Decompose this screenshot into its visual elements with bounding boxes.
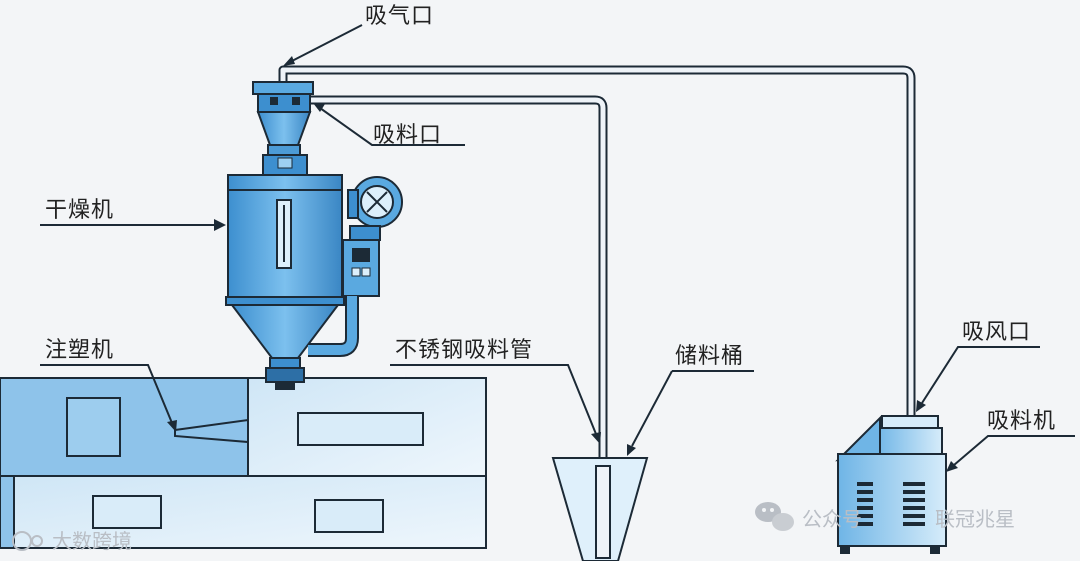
stainless-steel-material-pipe	[305, 95, 608, 545]
leader-wind-inlet	[921, 346, 1040, 404]
leader-steel-pipe-arrow	[591, 432, 601, 444]
leader-material-inlet	[319, 107, 465, 146]
leader-loader	[953, 435, 1075, 466]
watermark-left: 大数跨境	[12, 529, 132, 553]
injection-molding-machine	[0, 377, 487, 549]
label-air-inlet: 吸气口	[365, 4, 434, 29]
label-injection-machine: 注塑机	[45, 338, 114, 363]
label-steel-pipe: 不锈钢吸料管	[395, 338, 533, 363]
watermark-left-text: 大数跨境	[52, 529, 132, 553]
leader-storage-bucket	[631, 370, 754, 447]
watermark-right-prefix: 公众号	[802, 507, 862, 531]
leader-material-inlet-arrow	[313, 103, 325, 112]
label-storage-bucket: 储料桶	[675, 344, 744, 369]
watermark-right: 公众号 联冠兆星	[755, 502, 1015, 531]
loader-machine	[835, 415, 947, 554]
leader-lines	[40, 24, 1075, 472]
loader-vent-right	[903, 482, 925, 526]
leader-steel-pipe	[390, 364, 597, 435]
leader-storage-bucket-arrow	[627, 444, 636, 456]
leader-injection	[40, 364, 173, 424]
label-material-inlet: 吸料口	[373, 123, 442, 148]
air-pipe	[278, 65, 916, 416]
leader-air-inlet-arrow	[283, 56, 295, 66]
leader-dryer-arrow	[214, 219, 226, 231]
label-dryer: 干燥机	[45, 198, 114, 223]
label-loader: 吸料机	[987, 409, 1056, 434]
dryer	[225, 81, 403, 390]
watermark-right-name: 联冠兆星	[935, 507, 1015, 531]
wechat-icon	[755, 502, 794, 531]
leader-loader-arrow	[946, 461, 958, 472]
leader-air-inlet	[289, 24, 363, 63]
storage-bucket	[551, 457, 649, 561]
leader-wind-inlet-arrow	[916, 400, 926, 412]
label-wind-inlet: 吸风口	[962, 320, 1031, 345]
loader-vent-left	[857, 482, 873, 526]
leader-injection-arrow	[167, 420, 177, 432]
